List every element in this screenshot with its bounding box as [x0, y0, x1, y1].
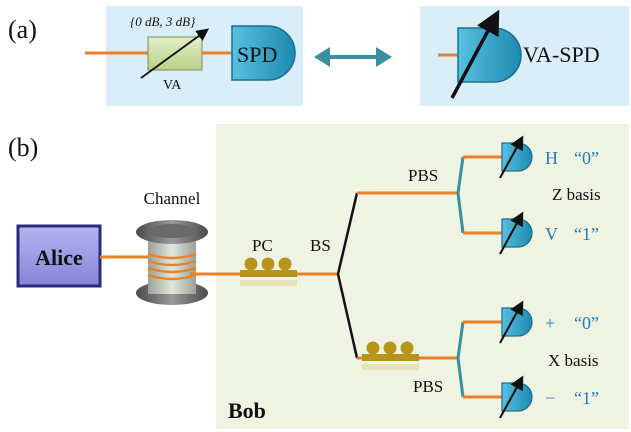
output-plus-symbol: + — [545, 313, 555, 333]
detector-v — [499, 211, 533, 255]
detector-minus — [499, 375, 533, 419]
va-spd-label: VA-SPD — [523, 42, 600, 67]
output-v-bit: “1” — [574, 224, 599, 244]
alice-box — [16, 224, 102, 288]
output-plus-bit: “0” — [574, 313, 599, 333]
panel-b-label: (b) — [8, 133, 38, 162]
va-attenuation-label: {0 dB, 3 dB} — [130, 14, 196, 29]
spd-label: SPD — [237, 42, 277, 67]
beam-splitter — [336, 192, 359, 359]
spd-detector — [231, 25, 296, 81]
pc-label: PC — [252, 236, 273, 255]
polarization-controller — [240, 257, 297, 286]
pbs-top-label: PBS — [408, 166, 438, 185]
z-basis-label: Z basis — [552, 185, 601, 204]
pbs-top-splitter — [456, 156, 465, 234]
pbs-bottom-label: PBS — [413, 377, 443, 396]
va-spd-detector — [457, 27, 522, 83]
equivalence-double-arrow-icon — [314, 47, 392, 67]
output-minus-bit: “1” — [574, 388, 599, 408]
polarization-controller-2 — [362, 341, 419, 370]
output-h-bit: “0” — [574, 148, 599, 168]
output-minus-symbol: − — [545, 388, 555, 408]
channel-fiber-spool — [136, 220, 208, 305]
detector-plus — [499, 300, 533, 344]
channel-label: Channel — [144, 189, 201, 208]
output-h-symbol: H — [545, 148, 558, 168]
x-basis-label: X basis — [548, 351, 599, 370]
bob-label: Bob — [228, 398, 266, 423]
bs-label: BS — [310, 236, 331, 255]
output-v-symbol: V — [545, 224, 558, 244]
detector-h — [499, 135, 533, 179]
pbs-bottom-splitter — [456, 321, 465, 398]
va-label: VA — [163, 78, 182, 93]
va-spd-arrow-icon — [450, 9, 500, 99]
panel-a-label: (a) — [8, 15, 37, 44]
va-arrow-icon — [140, 28, 210, 79]
alice-label: Alice — [35, 245, 83, 270]
